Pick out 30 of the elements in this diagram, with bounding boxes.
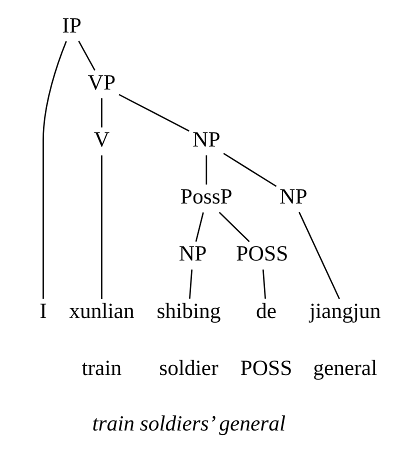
connector <box>222 152 276 187</box>
label: POSS <box>240 356 292 380</box>
label: general <box>312 356 377 380</box>
connector <box>298 212 340 300</box>
label: train soldiers’ general <box>92 412 286 436</box>
connector <box>262 269 266 299</box>
node-text: NP <box>178 242 206 266</box>
node-text: IP <box>62 13 81 38</box>
connector <box>100 98 102 128</box>
node-text: NP <box>192 127 220 152</box>
node-text: xunlian <box>68 298 134 323</box>
connector <box>194 212 204 242</box>
connector <box>100 155 102 299</box>
connector <box>188 269 192 299</box>
node-text: VP <box>87 70 116 94</box>
node-text: POSS <box>236 242 288 266</box>
node-text: I <box>39 298 46 323</box>
node-text: NP <box>279 184 307 209</box>
node-text: jiangjun <box>308 298 380 323</box>
connector <box>218 212 250 242</box>
node-text: de <box>255 298 276 323</box>
connector <box>42 40 66 299</box>
node-text: shibing <box>156 298 220 323</box>
connector <box>205 155 207 185</box>
label: train <box>81 356 122 380</box>
node-text: PossP <box>180 184 232 209</box>
label: soldier <box>158 356 218 380</box>
connector <box>78 40 95 71</box>
connector <box>118 94 189 132</box>
node-text: V <box>93 127 110 152</box>
